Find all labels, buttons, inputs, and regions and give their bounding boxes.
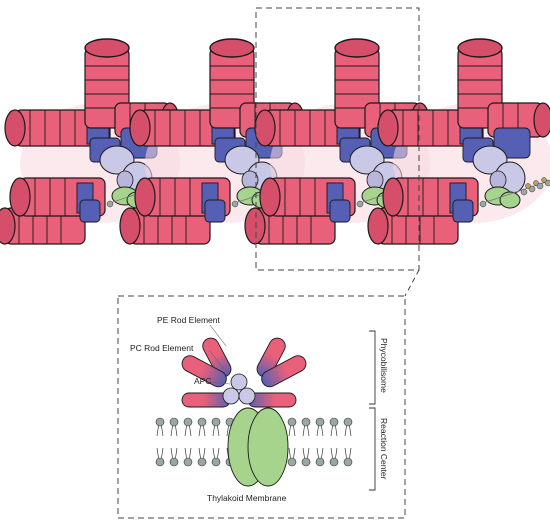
leader-apc <box>209 381 231 385</box>
inset-diagram: PE Rod Element PC Rod Element APC Thylak… <box>130 315 389 503</box>
rod-upper-left <box>202 337 232 378</box>
bracket-phycobilisome <box>369 330 376 405</box>
rod-upper-right <box>256 337 286 378</box>
leader-pe <box>209 324 227 347</box>
rod-mid-right <box>261 355 307 388</box>
lipid-bilayer-right <box>287 417 353 467</box>
selection-box <box>255 7 420 271</box>
label-pe-rod: PE Rod Element <box>157 315 220 325</box>
label-apc: APC <box>194 376 211 386</box>
inset-box <box>117 295 406 519</box>
label-pc-rod: PC Rod Element <box>130 343 194 353</box>
bracket-reaction-center <box>369 407 376 491</box>
leader-pc <box>209 350 229 375</box>
lipid-bilayer-left <box>155 417 235 467</box>
connector-line <box>404 269 420 297</box>
apc-disc-right <box>238 387 256 405</box>
label-reaction-center: Reaction Center <box>379 418 389 480</box>
label-thylakoid: Thylakoid Membrane <box>207 493 287 503</box>
rod-mid-left <box>181 355 227 388</box>
apc-disc-left <box>222 387 240 405</box>
apc-disc-top <box>230 373 248 391</box>
phycobilisome-array <box>0 38 550 245</box>
phycobilisome-unit-4 <box>367 38 550 245</box>
reaction-center-right <box>247 407 289 487</box>
label-phycobilisome: Phycobilisome <box>379 338 389 393</box>
